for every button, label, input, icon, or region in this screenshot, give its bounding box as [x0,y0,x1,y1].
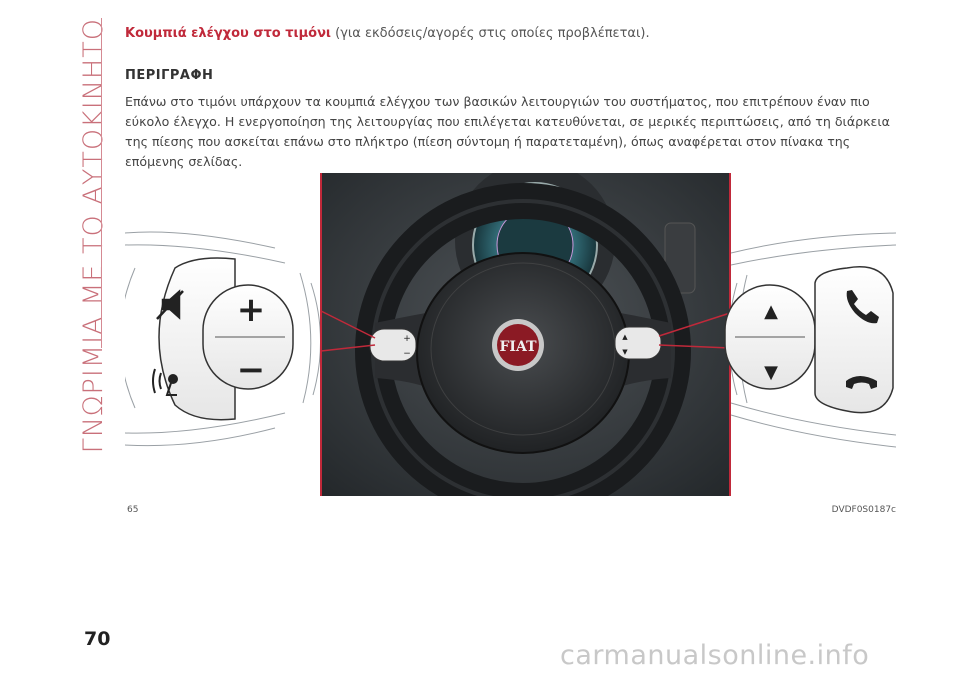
arrow-down-icon: ▼ [764,362,778,383]
page-number: 70 [84,628,111,650]
chapter-title-text: ΓΝΩΡΙΜΙΑ ΜΕ ΤΟ ΑΥΤΟΚΙΝΗΤΟ [78,18,109,454]
wheel-right-buttons: ▲ ▼ [614,326,662,360]
chapter-divider [101,18,102,348]
arrow-up-icon: ▲ [764,301,778,322]
left-callout-panel: + − [125,173,322,496]
section-title: ΠΕΡΙΓΡΑΦΗ [125,68,214,83]
topic-heading-note: (για εκδόσεις/αγορές στις οποίες προβλέπ… [331,26,650,41]
wheel-left-buttons: + − [369,328,417,362]
fiat-logo: FIAT [499,339,537,355]
topic-heading: Κουμπιά ελέγχου στο τιμόνι (για εκδόσεις… [125,26,650,41]
figure-code: DVDF0S0187c [831,505,896,515]
right-callout-panel: ▲ ▼ [724,173,896,496]
watermark: carmanualsonline.info [560,640,870,671]
voice-command-icon [152,368,178,396]
figure-number: 65 [127,505,139,515]
steering-wheel-figure: + − FIAT + − [125,173,896,496]
mute-icon [156,289,184,320]
volume-down-icon: − [237,350,266,390]
phone-answer-icon [846,290,879,324]
chapter-title-vertical: ΓΝΩΡΙΜΙΑ ΜΕ ΤΟ ΑΥΤΟΚΙΝΗΤΟ [74,18,114,453]
center-photo: FIAT + − ▲ ▼ [320,173,731,496]
topic-heading-bold: Κουμπιά ελέγχου στο τιμόνι [125,26,331,41]
volume-up-icon: + [237,290,266,330]
svg-text:▼: ▼ [622,348,628,356]
svg-text:−: − [403,349,411,359]
svg-text:+: + [403,334,411,344]
phone-hangup-icon [846,376,877,389]
svg-text:▲: ▲ [622,333,628,341]
description-paragraph: Επάνω στο τιμόνι υπάρχουν τα κουμπιά ελέ… [125,94,890,169]
